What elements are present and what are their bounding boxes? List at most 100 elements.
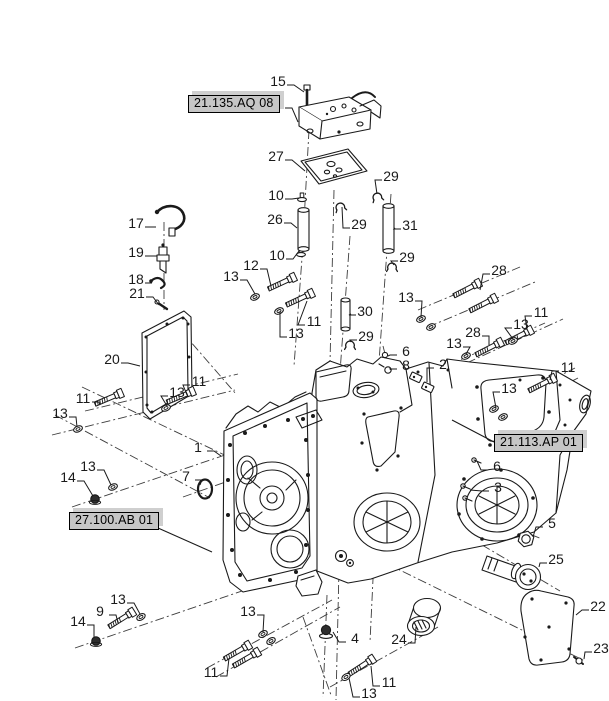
leader-line-13 xyxy=(504,327,514,340)
part-22-cover-plate xyxy=(520,589,575,666)
leader-line-29 xyxy=(349,339,357,343)
leader-line-13 xyxy=(492,391,500,409)
callout-label-6: 6 xyxy=(493,458,501,474)
part-3-pins xyxy=(460,483,473,502)
callout-label-2: 2 xyxy=(439,356,447,372)
leader-line-9 xyxy=(109,614,119,624)
leader-line-15 xyxy=(287,84,305,93)
leader-line-5 xyxy=(532,526,543,538)
callout-label-17: 17 xyxy=(128,215,144,231)
part-31-tube xyxy=(382,203,395,254)
callout-label-25: 25 xyxy=(548,551,564,567)
leader-line-16 xyxy=(285,107,299,123)
leader-line-21 xyxy=(146,296,160,306)
part-8-screw xyxy=(378,363,392,374)
callout-label-9: 9 xyxy=(96,603,104,619)
leader-line-20 xyxy=(121,362,141,367)
part-29-clip xyxy=(333,201,348,214)
leader-line-29 xyxy=(374,179,382,195)
leader-line-13 xyxy=(415,300,423,318)
callout-label-12: 12 xyxy=(243,257,259,273)
callout-label-11: 11 xyxy=(534,304,549,320)
part-30-tube xyxy=(340,297,351,332)
callout-label-13: 13 xyxy=(501,380,517,396)
callout-label-23: 23 xyxy=(593,640,609,656)
callout-label-20: 20 xyxy=(104,351,120,367)
leader-line-10 xyxy=(286,250,300,260)
callout-label-18: 18 xyxy=(128,271,144,287)
leader-line-23 xyxy=(583,651,592,660)
refbox-leaders xyxy=(148,419,495,553)
leader-line-1 xyxy=(207,450,222,457)
part-7-oring xyxy=(196,478,214,500)
part-4-plug xyxy=(318,624,334,639)
callout-label-29: 29 xyxy=(383,168,399,184)
leader-line-4 xyxy=(332,631,346,643)
callout-label-22: 22 xyxy=(590,598,606,614)
leader-line-13 xyxy=(69,416,78,428)
leader-line-14 xyxy=(77,480,94,497)
callout-label-11: 11 xyxy=(307,313,322,329)
callout-label-30: 30 xyxy=(357,303,373,319)
leader-line-31 xyxy=(392,227,401,230)
leader-line-6 xyxy=(387,354,397,357)
leader-line-2 xyxy=(426,367,434,382)
callout-label-7: 7 xyxy=(182,468,190,484)
part-29-clip xyxy=(343,340,357,351)
callout-label-29: 29 xyxy=(351,216,367,232)
part-26-tube xyxy=(297,207,310,252)
leader-line-13 xyxy=(463,346,471,355)
leader-line-6 xyxy=(476,460,488,471)
reference-box-21-113-AP-01: 21.113.AP 01 xyxy=(494,434,584,452)
leader-line-8 xyxy=(388,368,397,371)
callout-label-24: 24 xyxy=(391,631,407,647)
callout-label-26: 26 xyxy=(267,211,283,227)
callout-label-8: 8 xyxy=(402,357,410,373)
leader-line-11 xyxy=(549,370,559,381)
part-24-bushing xyxy=(406,597,442,637)
leader-line-13 xyxy=(160,395,168,407)
leader-line-22 xyxy=(575,609,589,616)
callout-label-13: 13 xyxy=(169,384,185,400)
callout-label-13: 13 xyxy=(240,603,256,619)
callout-label-27: 27 xyxy=(268,148,284,164)
callout-label-10: 10 xyxy=(269,247,285,263)
reference-box-27-100-AB-01: 27.100.AB 01 xyxy=(69,512,160,530)
callout-label-29: 29 xyxy=(358,328,374,344)
leader-line-12 xyxy=(260,268,272,287)
callout-label-13: 13 xyxy=(80,458,96,474)
callout-label-15: 15 xyxy=(270,73,286,89)
leader-line-13 xyxy=(127,602,141,615)
part-18-elbow xyxy=(149,276,166,290)
callout-label-14: 14 xyxy=(70,613,86,629)
callout-label-3: 3 xyxy=(494,479,502,495)
part-19-fitting xyxy=(156,243,170,274)
leader-line-11 xyxy=(524,315,532,331)
leader-line-11 xyxy=(370,665,380,687)
part-25-bolt xyxy=(481,555,542,591)
callout-label-13: 13 xyxy=(361,685,377,701)
leader-line-13 xyxy=(257,614,265,633)
part-17-tube xyxy=(154,204,186,237)
callout-label-19: 19 xyxy=(128,244,144,260)
callout-label-31: 31 xyxy=(402,217,418,233)
leader-line-3 xyxy=(469,489,489,492)
callout-label-13: 13 xyxy=(446,335,462,351)
callout-label-13: 13 xyxy=(398,289,414,305)
callout-label-14: 14 xyxy=(60,469,76,485)
reference-box-21-135-AQ-08: 21.135.AQ 08 xyxy=(188,95,280,113)
callout-label-21: 21 xyxy=(129,285,145,301)
callout-label-11: 11 xyxy=(561,359,576,375)
leader-line-29 xyxy=(390,260,398,266)
leader-line-28 xyxy=(482,335,490,345)
leader-line-7 xyxy=(195,479,203,486)
callout-label-11: 11 xyxy=(76,390,91,406)
leader-line-14 xyxy=(87,624,95,638)
leader-line-13 xyxy=(97,469,112,486)
leader-line-24 xyxy=(408,626,417,644)
callout-label-11: 11 xyxy=(192,373,207,389)
leader-line-11 xyxy=(92,401,101,406)
leader-line-25 xyxy=(538,562,547,568)
